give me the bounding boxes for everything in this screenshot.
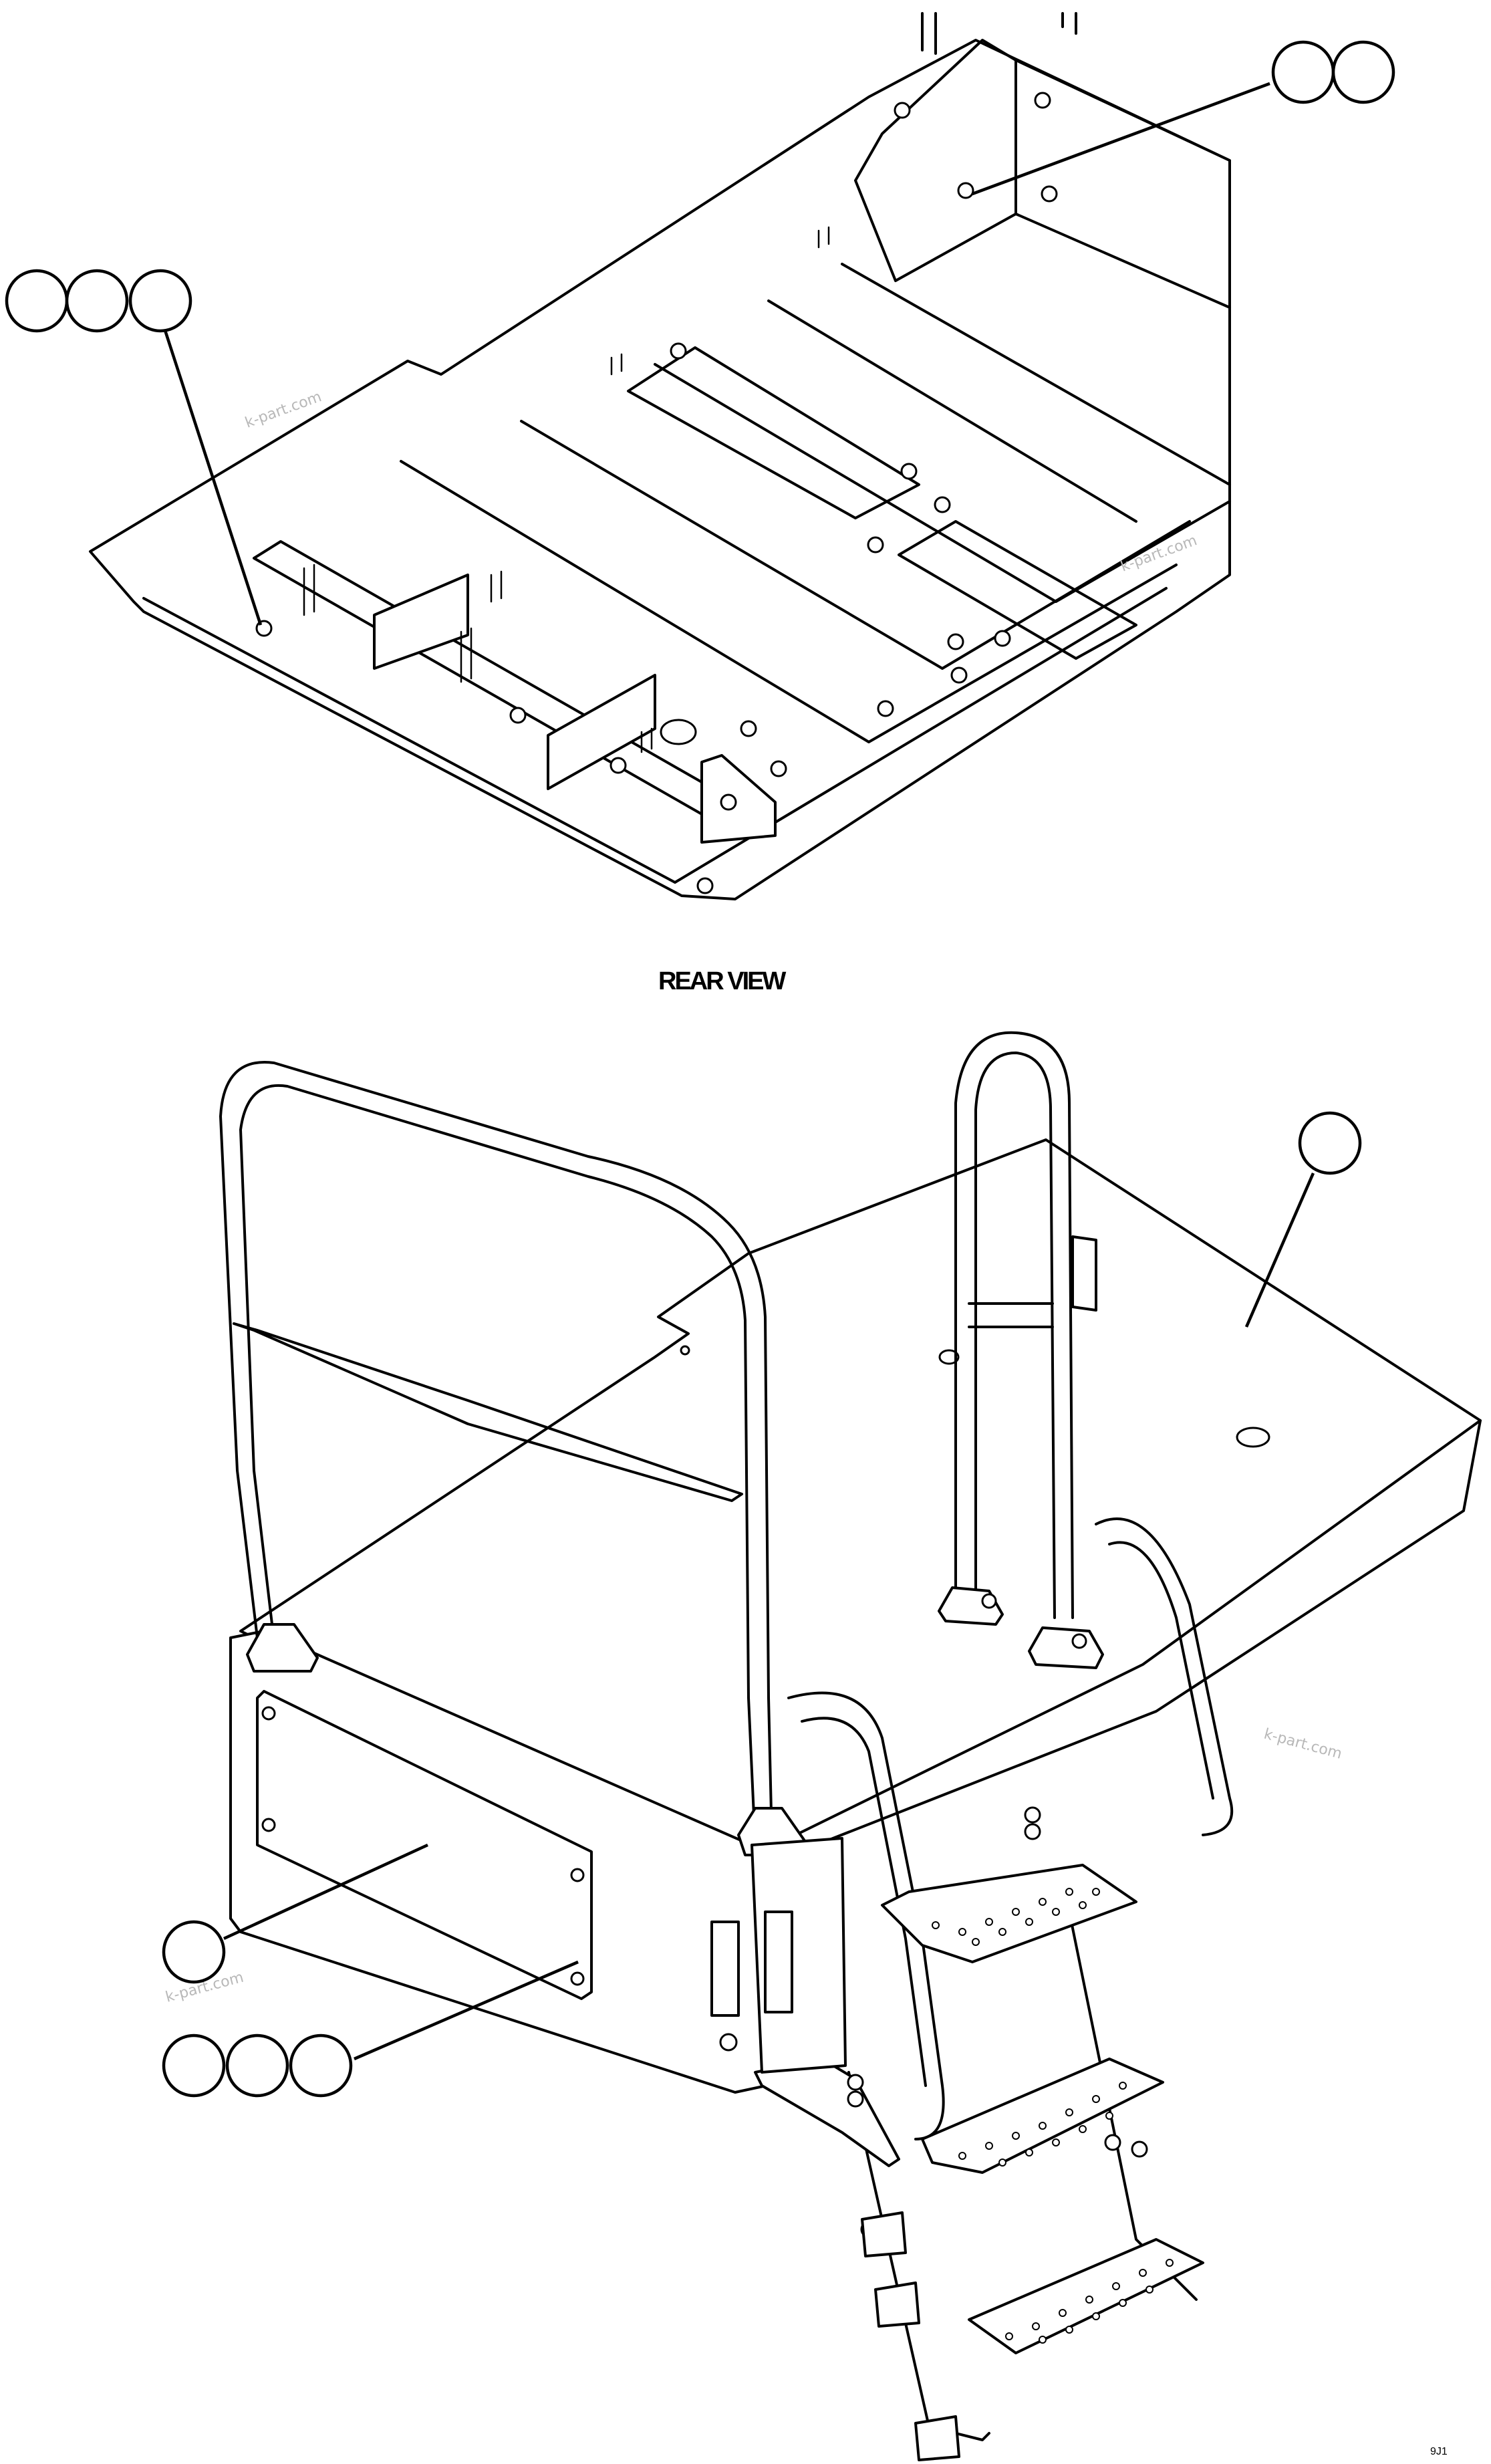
ladder-steps — [881, 1864, 1204, 2354]
drawing-ref: 9J1 — [1430, 2446, 1448, 2457]
floor-nuts — [255, 92, 1058, 894]
callout-platform — [1244, 1111, 1362, 1328]
rear-floor-assembly: k-part.com k-part.com — [89, 12, 1231, 900]
callout-top-right — [972, 40, 1395, 196]
watermark: k-part.com — [1262, 1726, 1343, 1763]
callout-top-left — [5, 269, 263, 626]
watermark: k-part.com — [243, 388, 324, 431]
view-label: REAR VIEW — [658, 967, 786, 995]
callout-cover-bolts — [162, 1960, 579, 2098]
callout-cover-plate — [162, 1843, 428, 1984]
